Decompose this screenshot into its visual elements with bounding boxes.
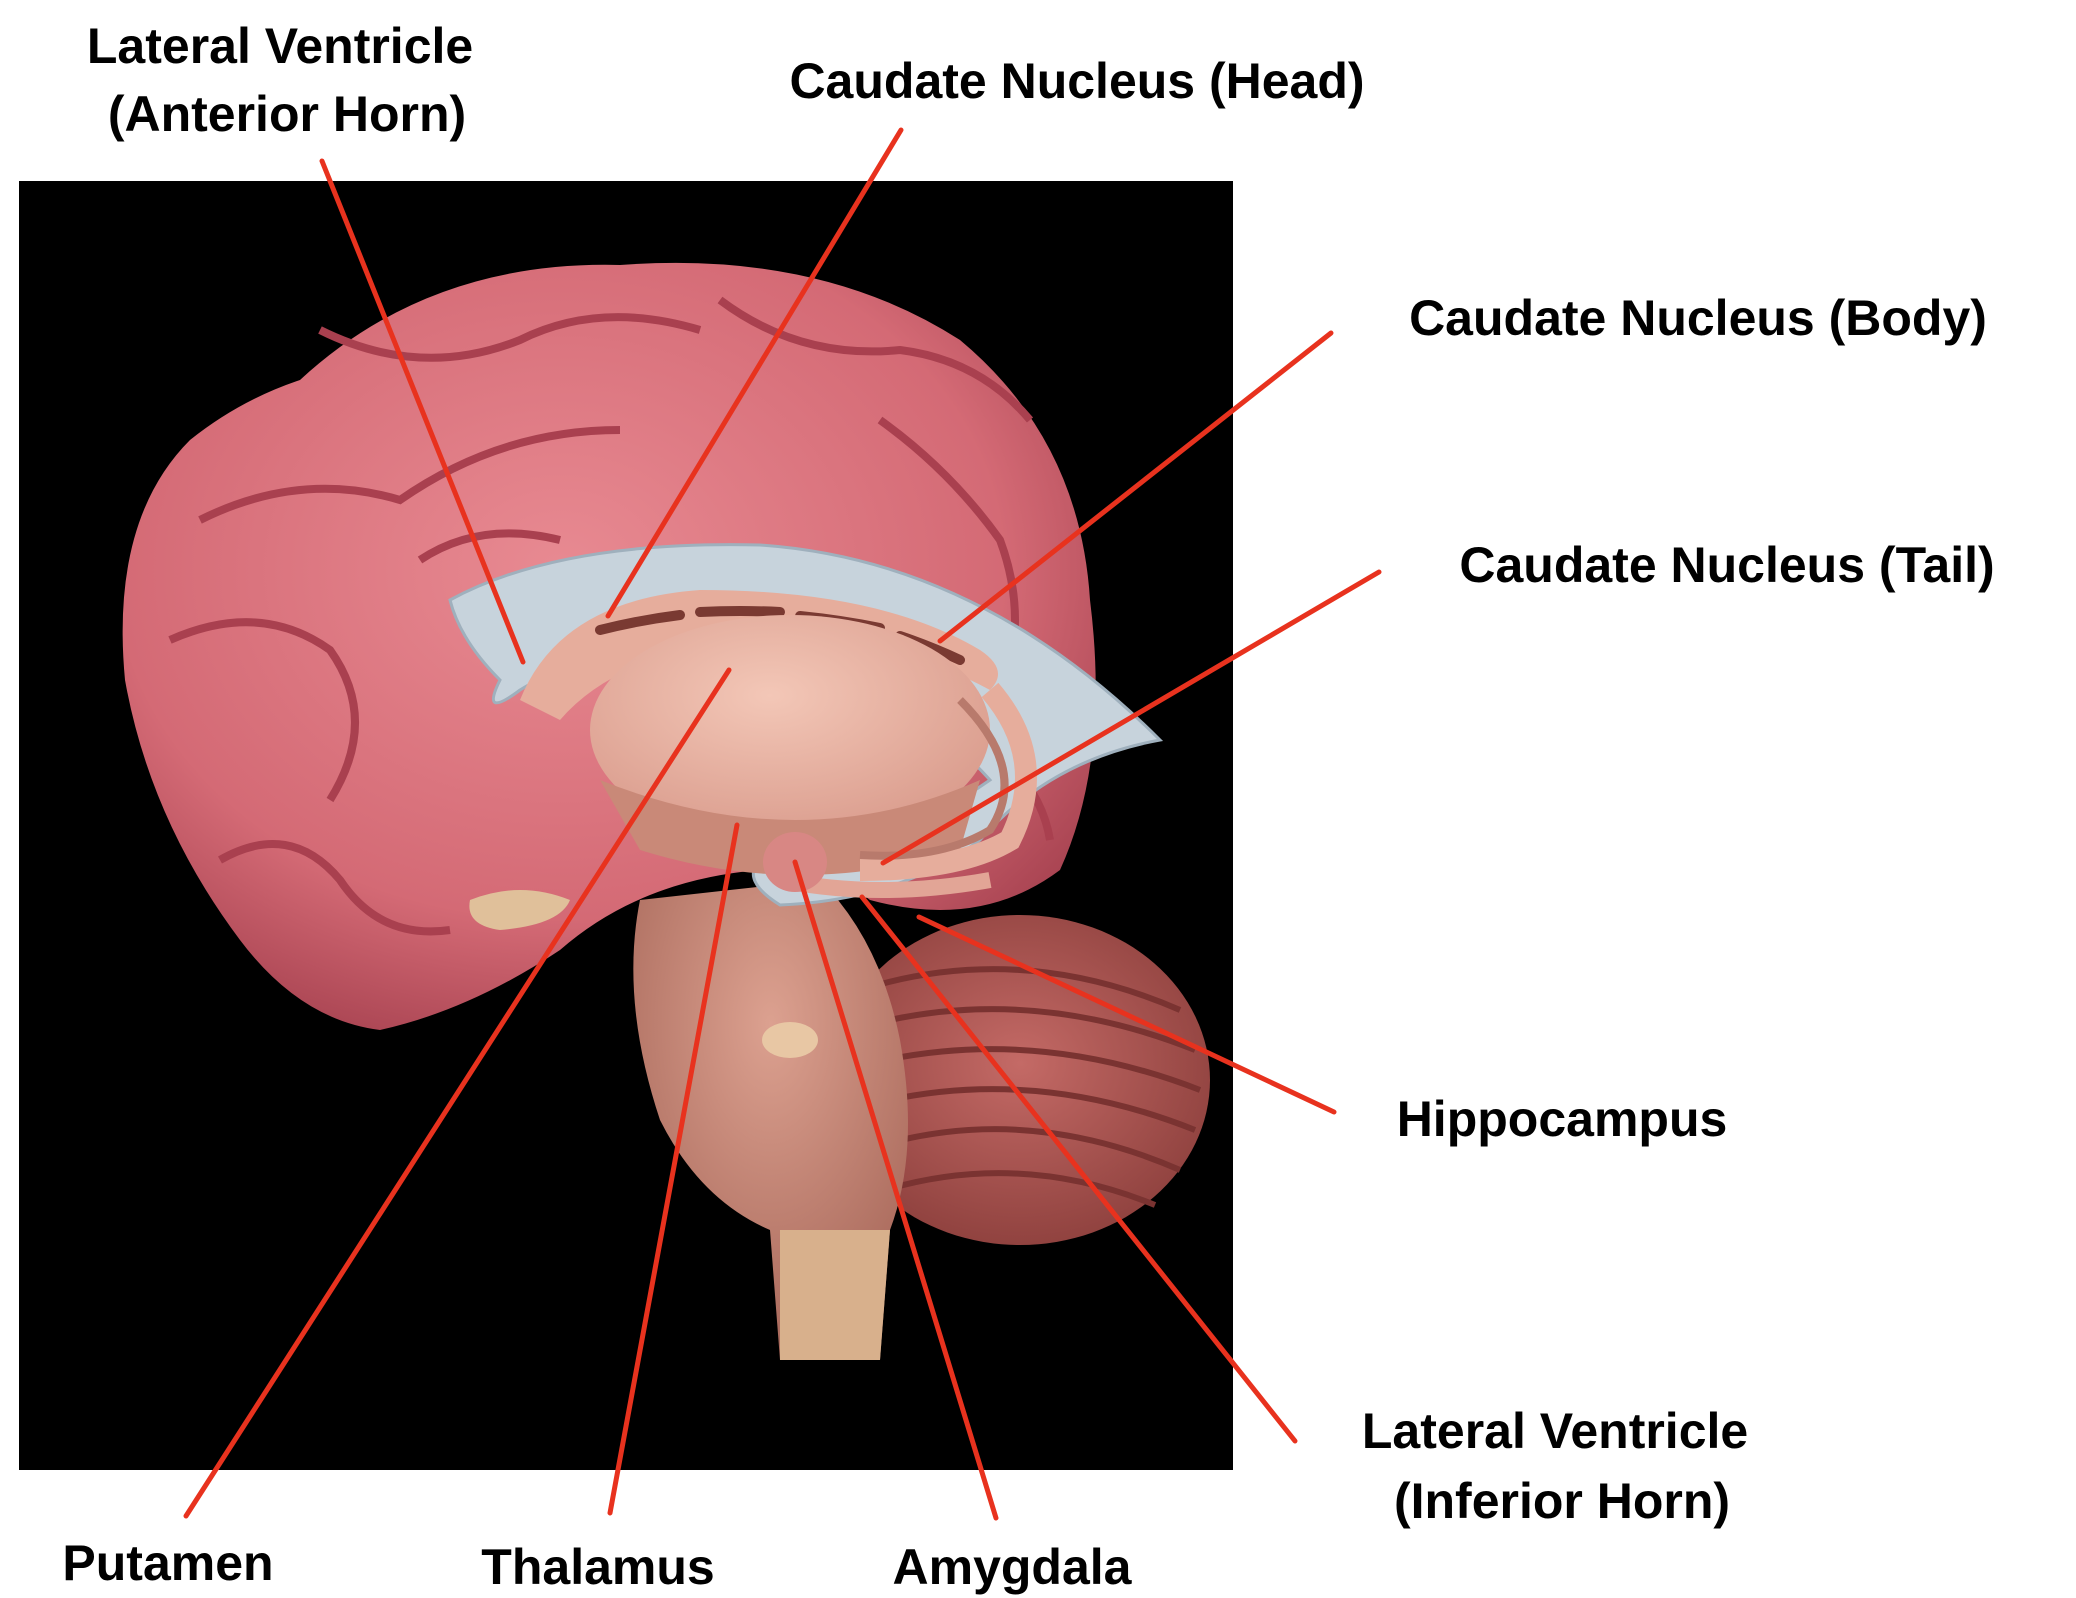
leader-line-caudate-head — [605, 127, 904, 619]
label-lateral-ventricle-anterior-line1: Lateral Ventricle — [87, 18, 473, 74]
label-lateral-ventricle-inferior-line1: Lateral Ventricle — [1362, 1403, 1748, 1459]
leader-line-caudate-tail — [880, 569, 1382, 866]
deep-structures-illustration — [520, 590, 1037, 898]
leader-line-amygdala — [792, 859, 999, 1521]
label-thalamus: Thalamus — [481, 1539, 714, 1595]
label-lateral-ventricle-anterior-line2: (Anterior Horn) — [108, 86, 466, 142]
leader-line-lateral-ventricle-anterior — [319, 158, 526, 665]
label-hippocampus: Hippocampus — [1397, 1091, 1728, 1147]
leader-line-caudate-body — [937, 330, 1334, 644]
label-lateral-ventricle-anterior: Lateral Ventricle (Anterior Horn) — [87, 18, 487, 142]
leader-line-lateral-ventricle-inferior — [859, 894, 1298, 1444]
label-caudate-head: Caudate Nucleus (Head) — [789, 53, 1364, 109]
label-lateral-ventricle-inferior-line2: (Inferior Horn) — [1394, 1473, 1730, 1529]
label-caudate-tail: Caudate Nucleus (Tail) — [1459, 537, 1994, 593]
leader-lines — [183, 127, 1382, 1521]
label-caudate-body: Caudate Nucleus (Body) — [1409, 290, 1987, 346]
label-putamen: Putamen — [62, 1535, 273, 1591]
leader-line-thalamus — [607, 822, 740, 1516]
leader-line-hippocampus — [916, 914, 1337, 1115]
label-amygdala: Amygdala — [893, 1539, 1133, 1595]
label-lateral-ventricle-inferior: Lateral Ventricle (Inferior Horn) — [1362, 1403, 1762, 1529]
cerebellum-illustration — [830, 915, 1210, 1245]
leader-line-putamen — [183, 667, 732, 1519]
